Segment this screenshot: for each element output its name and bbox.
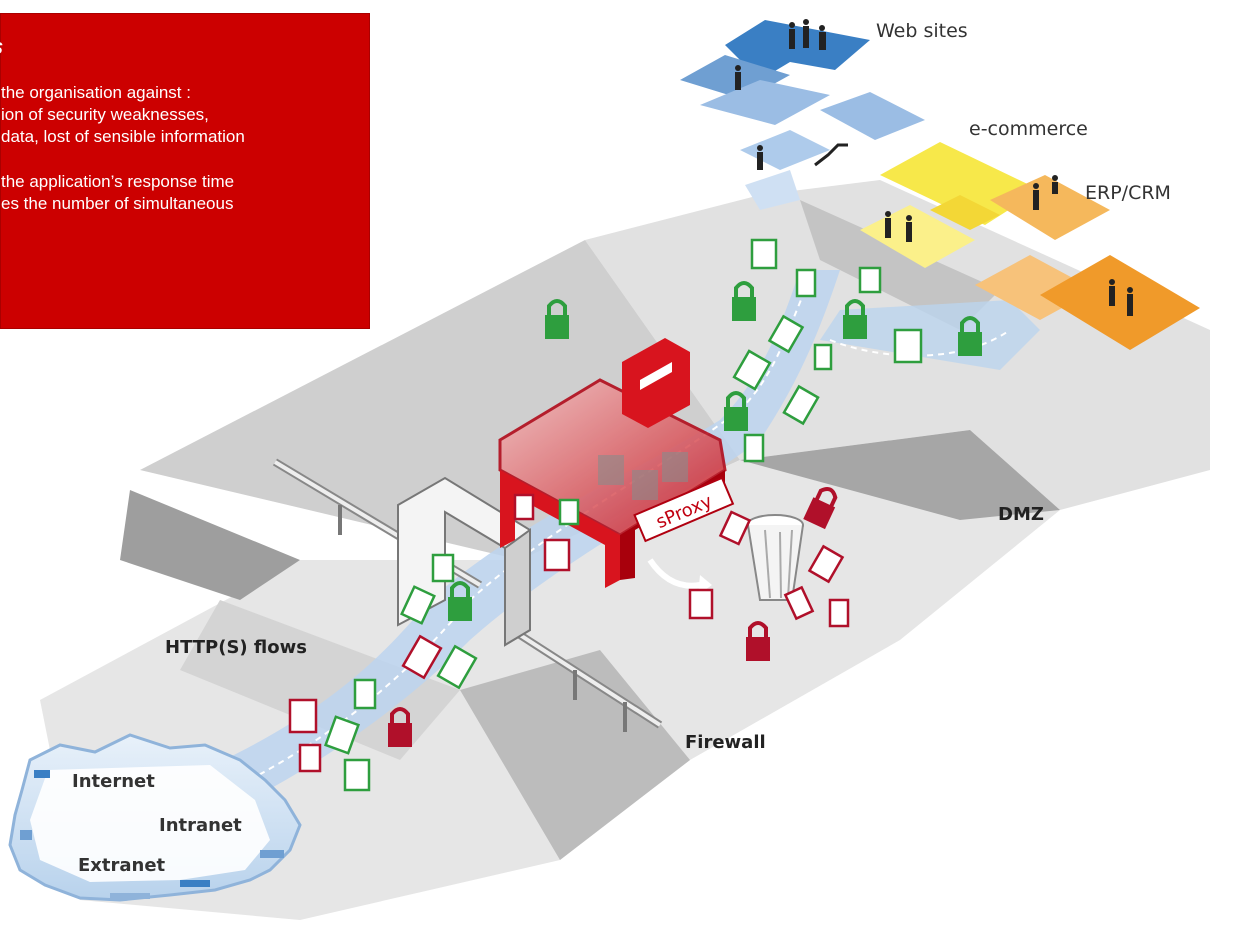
info-line-4: the application’s response time — [1, 172, 235, 191]
web-sites-label: Web sites — [876, 20, 968, 42]
trash-can — [746, 514, 804, 601]
http-flows-label: HTTP(S) flows — [165, 637, 307, 658]
erp-crm-building — [975, 175, 1200, 350]
dmz-label: DMZ — [998, 504, 1044, 525]
web-sites-building — [680, 20, 925, 210]
cloud-label-extranet: Extranet — [78, 855, 166, 876]
document-icons — [288, 238, 923, 792]
info-line-5: es the number of simultaneous — [1, 194, 234, 213]
info-line-2: ion of security weaknesses, — [1, 105, 209, 124]
info-line-1: the organisation against : — [1, 83, 191, 102]
info-box-title: s — [0, 34, 3, 60]
firewall-label: Firewall — [685, 732, 766, 753]
erp-flow-path — [820, 300, 1040, 370]
lock-icons — [388, 281, 982, 747]
cloud-label-internet: Internet — [72, 771, 155, 792]
guardrail-right — [517, 631, 663, 732]
people-icon — [735, 19, 1133, 316]
info-line-3: data, lost of sensible information — [1, 127, 245, 146]
network-cloud — [8, 733, 302, 902]
ecommerce-label: e-commerce — [969, 118, 1088, 140]
cloud-label-intranet: Intranet — [159, 815, 242, 836]
info-box: s the organisation against : ion of secu… — [0, 13, 370, 329]
erp-crm-label: ERP/CRM — [1085, 182, 1171, 204]
escalator-icon — [814, 143, 848, 167]
